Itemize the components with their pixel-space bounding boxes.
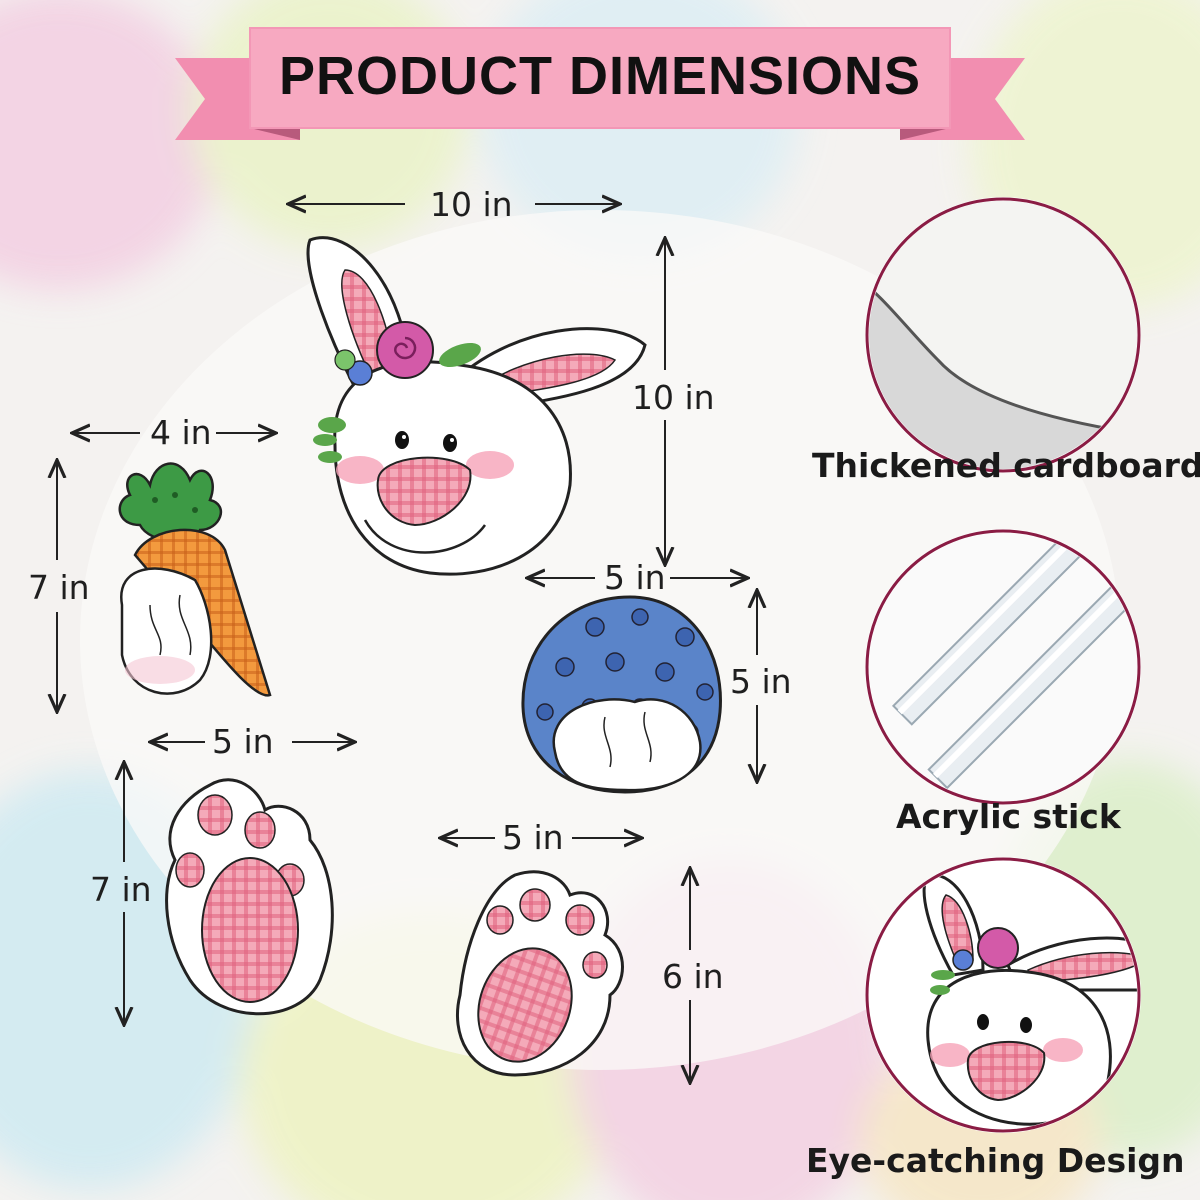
bunny-height-label: 10 in xyxy=(632,378,715,417)
acrylic-stick-icon xyxy=(869,533,1137,801)
egg-height-label: 5 in xyxy=(730,662,792,701)
page-title: PRODUCT DIMENSIONS xyxy=(278,46,922,106)
egg-width-label: 5 in xyxy=(604,558,666,597)
bunny-design-icon xyxy=(869,861,1137,1129)
bunny-width-label: 10 in xyxy=(430,185,513,224)
foot-right-height-label: 6 in xyxy=(662,957,724,996)
carrot-image xyxy=(118,462,272,697)
feature-label-acrylic: Acrylic stick xyxy=(896,797,1121,836)
foot-right-width-label: 5 in xyxy=(502,818,564,857)
feature-circle-acrylic xyxy=(865,529,1141,805)
bunny-foot-right-image xyxy=(455,870,624,1077)
bunny-foot-left-image xyxy=(165,778,334,1016)
title-banner xyxy=(175,27,1025,140)
feature-circle-design xyxy=(865,857,1141,1133)
feature-label-cardboard: Thickened cardboard xyxy=(812,446,1200,485)
bunny-head-image xyxy=(306,236,647,576)
foot-left-height-label: 7 in xyxy=(90,870,152,909)
egg-image xyxy=(521,595,722,794)
foot-left-width-label: 5 in xyxy=(212,722,274,761)
feature-circle-cardboard xyxy=(865,197,1141,473)
carrot-width-label: 4 in xyxy=(150,413,212,452)
carrot-height-label: 7 in xyxy=(28,568,90,607)
cardboard-icon xyxy=(869,201,1137,469)
feature-label-design: Eye-catching Design xyxy=(806,1141,1185,1180)
